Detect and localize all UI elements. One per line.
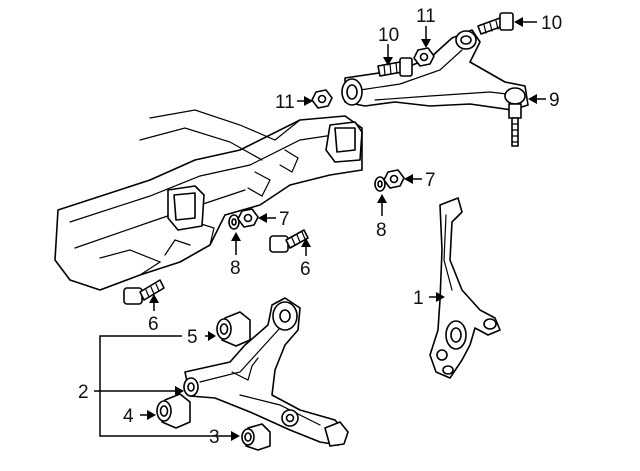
callout-2: 2 [78,382,89,403]
callout-6-left: 6 [148,314,159,335]
washer-8-left [228,214,240,230]
callout-1: 1 [413,288,424,309]
callout-9: 9 [549,90,560,111]
callout-10-center: 10 [378,25,399,46]
nut-7-left [237,208,259,228]
subframe-crossmember [54,109,363,291]
bushing-4 [156,393,191,429]
leader-lines [94,17,546,441]
callout-11-left: 11 [275,92,295,113]
bolt-10-center [377,57,413,77]
callout-11-upper: 11 [416,6,436,27]
callout-8-right: 8 [376,220,387,241]
nut-7-right [383,169,405,189]
callout-5: 5 [187,327,198,348]
callout-7-left: 7 [279,209,290,230]
lower-control-arm [183,297,349,447]
callout-10-right: 10 [541,13,562,34]
nut-11-left [311,89,333,109]
nut-11-upper [413,47,435,67]
callout-6-center: 6 [300,259,311,280]
callout-7-right: 7 [425,170,436,191]
bolt-6-center [269,229,309,253]
callout-8-left: 8 [230,258,241,279]
callout-3: 3 [209,427,220,448]
upper-control-arm [341,29,529,147]
callout-4: 4 [123,406,134,427]
callouts: 10 11 10 11 9 7 8 7 8 6 6 1 5 2 4 3 [78,6,562,448]
bushing-3 [241,423,271,451]
bushing-5 [216,311,251,347]
bolt-6-left [123,279,165,305]
bolt-10-right [477,12,514,35]
steering-knuckle [429,197,501,379]
washer-8-right [374,176,386,192]
